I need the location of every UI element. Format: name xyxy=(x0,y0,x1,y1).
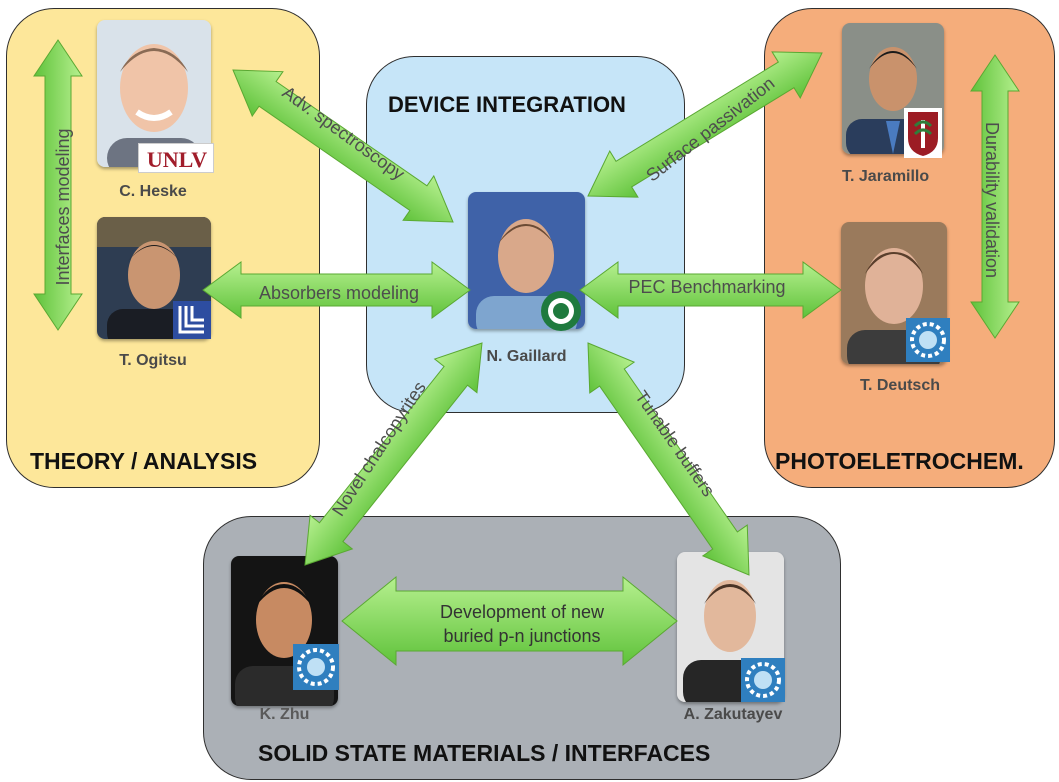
device-panel-title: DEVICE INTEGRATION xyxy=(388,92,626,117)
gaillard-name: N. Gaillard xyxy=(486,348,567,365)
absorbers-modeling-arrow xyxy=(202,261,471,319)
deutsch-name: T. Deutsch xyxy=(859,377,940,394)
jaramillo-photo xyxy=(842,23,944,154)
pec-benchmarking-arrow xyxy=(579,261,842,319)
buried-junctions-label-line2: buried p-n junctions xyxy=(443,626,600,646)
interfaces-modeling-arrow xyxy=(33,39,83,331)
ogitsu-name: T. Ogitsu xyxy=(119,352,187,369)
ncp-logo xyxy=(540,290,582,332)
heske-name: C. Heske xyxy=(119,183,187,200)
nrel-logo xyxy=(293,644,339,690)
solid-panel-title: SOLID STATE MATERIALS / INTERFACES xyxy=(258,740,711,766)
pec-panel-title: PHOTOELETROCHEM. xyxy=(775,448,1024,474)
tunable-buffers-arrow xyxy=(587,342,750,576)
durability-validation-label: Durability validation xyxy=(982,122,1002,278)
stanford-logo xyxy=(904,108,942,158)
buried-junctions-label-line1: Development of new xyxy=(440,602,605,622)
novel-chalcopyrites-arrow xyxy=(304,342,483,566)
theory-panel-title: THEORY / ANALYSIS xyxy=(30,448,258,474)
interfaces-modeling-label: Interfaces modeling xyxy=(53,128,73,285)
nrel-logo xyxy=(741,658,785,702)
adv-spectroscopy-arrow xyxy=(232,69,454,223)
buried-junctions-arrow xyxy=(341,575,678,667)
pec-benchmarking-label: PEC Benchmarking xyxy=(628,277,785,297)
zakutayev-name: A. Zakutayev xyxy=(683,706,783,723)
unlv-logo-text: UNLV xyxy=(147,147,207,172)
surface-passivation-label: Surface passivation xyxy=(642,73,778,185)
nrel-logo xyxy=(906,318,950,362)
surface-passivation-arrow xyxy=(587,51,823,198)
llnl-logo xyxy=(173,301,211,339)
durability-validation-arrow xyxy=(970,54,1020,339)
unlv-logo: UNLV xyxy=(138,143,214,173)
jaramillo-name: T. Jaramillo xyxy=(842,168,930,185)
absorbers-modeling-label: Absorbers modeling xyxy=(259,283,419,303)
zhu-name: K. Zhu xyxy=(259,706,310,723)
